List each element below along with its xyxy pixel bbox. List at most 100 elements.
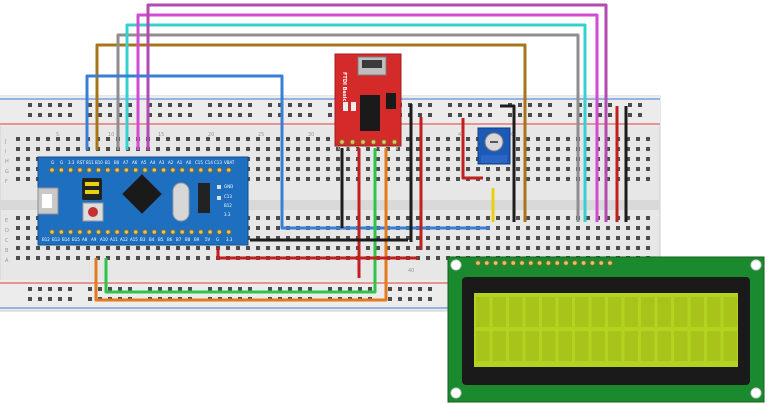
breadboard-hole [46,246,50,250]
header-pin [198,229,204,235]
breadboard-hole [526,246,530,250]
row-letter: H [5,159,9,165]
breadboard-hole [646,226,650,230]
boot-jumper [82,178,102,200]
breadboard-hole [28,113,32,117]
breadboard-hole [16,216,20,220]
breadboard-hole [536,177,540,181]
breadboard-hole [246,137,250,141]
breadboard-hole [536,147,540,151]
breadboard-hole [496,226,500,230]
breadboard-hole [518,113,522,117]
pin-label: B11 [86,160,94,165]
header-pin [86,229,92,235]
lcd-cell [525,331,539,361]
breadboard-hole [588,113,592,117]
breadboard-hole [566,147,570,151]
breadboard-hole [206,147,210,151]
breadboard-hole [16,246,20,250]
header-pin [188,167,195,173]
breadboard-hole [626,147,630,151]
pin-label: B8 [185,237,191,242]
breadboard-hole [448,103,452,107]
breadboard-hole [518,103,522,107]
breadboard-hole [128,103,132,107]
breadboard-hole [546,167,550,171]
breadboard-hole [166,246,170,250]
breadboard-hole [298,113,302,117]
breadboard-hole [56,246,60,250]
breadboard-hole [566,137,570,141]
breadboard-hole [376,167,380,171]
column-number: 30 [308,132,314,138]
breadboard-hole [416,147,420,151]
breadboard-hole [256,137,260,141]
breadboard-hole [536,167,540,171]
breadboard-hole [36,147,40,151]
breadboard-hole [386,236,390,240]
breadboard-hole [436,177,440,181]
breadboard-hole [638,103,642,107]
breadboard-hole [376,147,380,151]
header-pin [216,167,223,173]
breadboard-hole [616,226,620,230]
breadboard-hole [66,147,70,151]
breadboard-hole [228,103,232,107]
breadboard-hole [266,246,270,250]
column-number: 10 [108,132,114,138]
breadboard-hole [456,246,460,250]
breadboard-hole [36,137,40,141]
breadboard-hole [586,147,590,151]
green-wire [104,148,377,294]
breadboard-hole [556,226,560,230]
breadboard-hole [326,157,330,161]
header-pin [132,229,139,235]
breadboard-hole [38,103,42,107]
pin-label: A11 [110,237,118,242]
breadboard-hole [578,113,582,117]
header-pin [160,229,167,235]
ftdi-pin-labels: GND CTS 5V TXO RXI DTR [338,146,399,151]
row-letter: A [5,258,9,264]
breadboard-hole [606,167,610,171]
breadboard-hole [566,236,570,240]
header-pin [545,260,552,266]
breadboard-hole [586,246,590,250]
breadboard-hole [118,103,122,107]
lcd-cell [690,297,704,327]
breadboard-hole [436,246,440,250]
breadboard-hole [48,103,52,107]
stm32-bottom-pins [49,229,232,235]
breadboard-hole [386,147,390,151]
breadboard-hole [286,216,290,220]
pin-label: B4 [149,237,155,242]
breadboard-hole [88,297,92,301]
breadboard-hole [426,137,430,141]
breadboard-hole [466,216,470,220]
pin-label: A12 [120,237,128,242]
header-pin [225,167,232,173]
row-letter: I [5,149,6,155]
breadboard-hole [336,177,340,181]
column-number: 5 [56,132,59,138]
breadboard-hole [26,137,30,141]
breadboard-hole [556,137,560,141]
breadboard-hole [626,226,630,230]
header-pin [142,229,148,235]
header-pin [391,139,398,145]
breadboard-hole [38,297,42,301]
breadboard-hole [268,113,272,117]
breadboard-hole [416,137,420,141]
breadboard-hole [66,256,70,260]
breadboard-hole [26,256,30,260]
breadboard-hole [278,103,282,107]
breadboard-hole [468,113,472,117]
breadboard-hole [296,246,300,250]
breadboard-hole [516,246,520,250]
breadboard-hole [148,287,152,291]
breadboard-hole [476,236,480,240]
breadboard-hole [546,216,550,220]
breadboard-hole [188,103,192,107]
header-pin [207,167,213,173]
stm32-blue-pill: G G 3.3 RST B11 B10 B1 B0 A7 A6 A5 A4 A3… [37,156,249,246]
